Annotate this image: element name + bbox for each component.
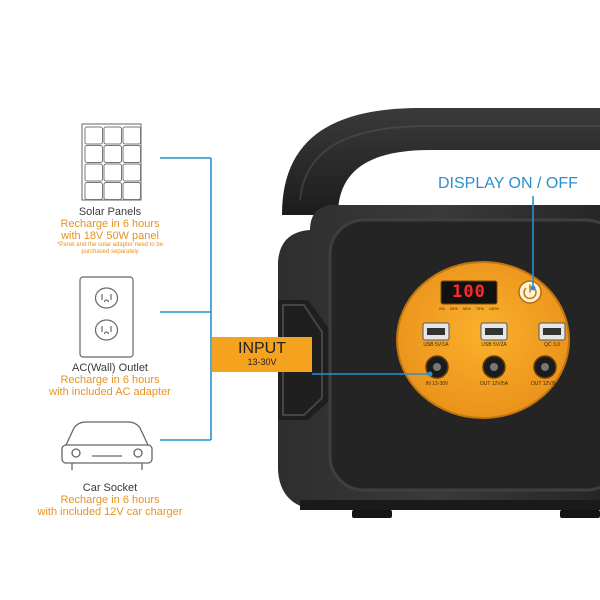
battery-level-scale: 0% 25% 50% 75% 100% [439,306,499,312]
lcd-display [440,280,498,305]
solar-panel-icon [81,123,142,201]
power-button-icon [523,284,537,300]
input-tag-range: 13-30V [247,357,277,367]
battery-level: 50% [462,306,471,311]
input-tag-box [212,337,312,372]
source-solar: Solar Panels Recharge in 6 hours with 18… [20,206,200,256]
source-title: Solar Panels [78,206,142,218]
battery-level: 25% [449,306,458,311]
source-note: *Panel and the solar adapter need to be [56,242,164,248]
source-line: with included AC adapter [49,386,171,398]
dc-port-label: OUT 12V/5A [530,381,560,387]
source-title: AC(Wall) Outlet [72,362,148,374]
battery-level: 75% [475,306,484,311]
device-handle [282,108,600,215]
dc-port-3 [533,355,557,379]
usb-port-3 [538,322,566,341]
source-ac-outlet: AC(Wall) Outlet Recharge in 6 hours with… [20,362,200,398]
usb-port-label: USB 5V/1A [423,342,449,348]
battery-level: 0% [439,306,445,311]
input-tag-label: INPUT [238,340,286,357]
source-car-socket: Car Socket Recharge in 6 hours with incl… [20,482,200,518]
dc-port-label: IN 13-30V [425,381,449,387]
source-line: Recharge in 6 hours [60,374,160,386]
dc-port-2 [482,355,506,379]
connector-lines [160,157,433,441]
display-callout-line [530,196,536,291]
battery-level: 100% [488,306,499,311]
source-line: Recharge in 6 hours [60,494,160,506]
source-title: Car Socket [82,482,138,494]
car-icon [61,421,153,470]
display-callout-label: DISPLAY ON / OFF [438,175,578,192]
source-line: with included 12V car charger [37,506,183,518]
usb-port-label: USB 5V/2A [481,342,507,348]
source-note: purchased separately [81,249,139,255]
lcd-readout: 100 [452,282,486,302]
input-tag: INPUT 13-30V [212,340,312,367]
usb-port-1 [422,322,450,341]
dc-port-label: OUT 12V/5A [479,381,509,387]
source-line: with 18V 50W panel [61,230,159,242]
usb-port-label: QC 3.0 [544,342,560,348]
wall-outlet-icon [79,276,134,358]
source-line: Recharge in 6 hours [60,218,160,230]
usb-port-2 [480,322,508,341]
